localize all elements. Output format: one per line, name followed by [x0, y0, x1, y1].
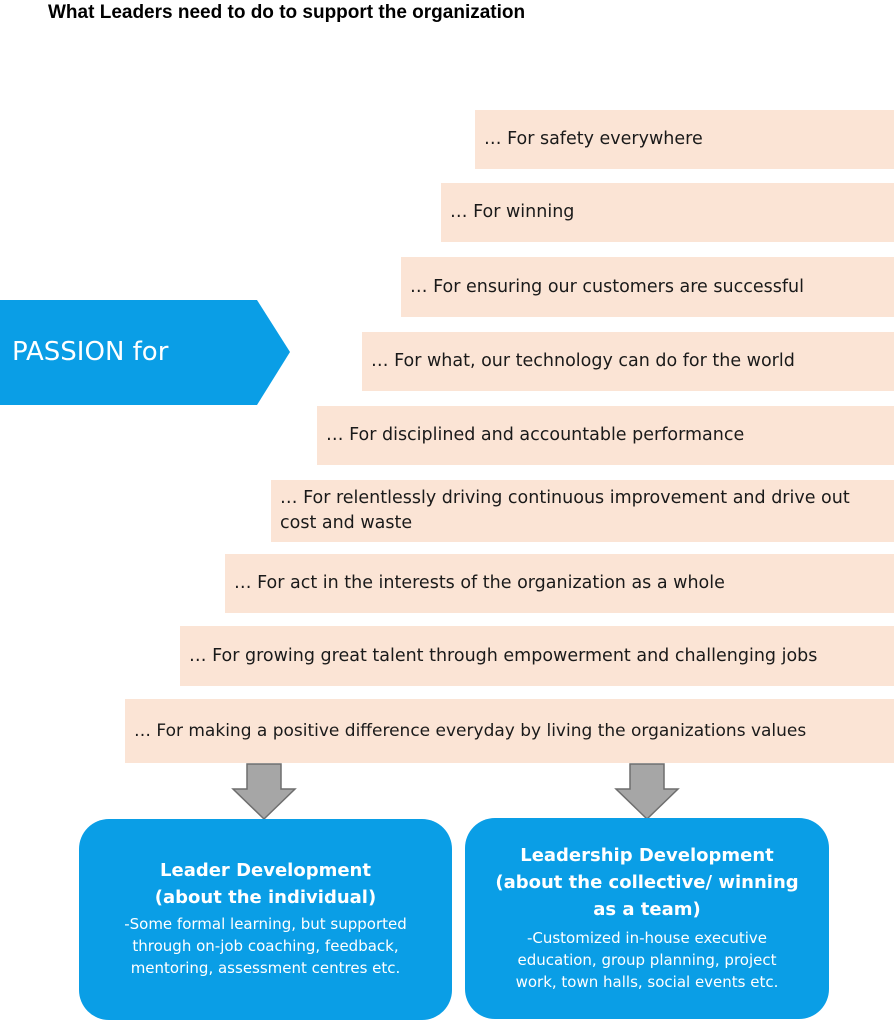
box-title-line1: Leader Development — [160, 860, 371, 881]
step-text: … For growing great talent through empow… — [189, 645, 818, 666]
down-arrow-right-icon — [614, 763, 680, 821]
step-text: … For what, our technology can do for th… — [371, 351, 795, 371]
step-7: … For act in the interests of the organi… — [225, 554, 894, 613]
down-arrow-left-icon — [231, 763, 297, 821]
leadership-development-box: Leadership Development (about the collec… — [465, 818, 829, 1019]
step-5: … For disciplined and accountable perfor… — [317, 406, 894, 465]
step-6: … For relentlessly driving continuous im… — [271, 480, 894, 542]
step-4: … For what, our technology can do for th… — [362, 332, 894, 391]
diagram-title: What Leaders need to do to support the o… — [48, 2, 526, 23]
step-8: … For growing great talent through empow… — [180, 626, 894, 686]
box-title-line1: Leadership Development — [520, 845, 774, 866]
step-2: … For winning — [441, 183, 894, 242]
step-text: … For disciplined and accountable perfor… — [326, 425, 745, 445]
step-text: … For winning — [450, 202, 575, 222]
box-body: -Customized in-house executive education… — [515, 929, 779, 991]
step-text: … For making a positive difference every… — [134, 720, 807, 741]
step-text: … For act in the interests of the organi… — [234, 573, 725, 593]
step-9: … For making a positive difference every… — [125, 699, 894, 763]
step-text: … For safety everywhere — [484, 129, 703, 149]
step-3: … For ensuring our customers are success… — [401, 257, 894, 317]
step-text: … For relentlessly driving continuous im… — [280, 488, 850, 533]
leader-development-box: Leader Development (about the individual… — [79, 819, 452, 1020]
box-title-line2: (about the collective/ winning as a team… — [495, 872, 799, 920]
passion-chevron: PASSION for — [0, 300, 290, 405]
step-1: … For safety everywhere — [475, 110, 894, 169]
step-text: … For ensuring our customers are success… — [410, 276, 804, 297]
passion-label: PASSION for — [12, 337, 169, 367]
box-body: -Some formal learning, but supported thr… — [124, 915, 407, 977]
box-title-line2: (about the individual) — [154, 887, 377, 908]
